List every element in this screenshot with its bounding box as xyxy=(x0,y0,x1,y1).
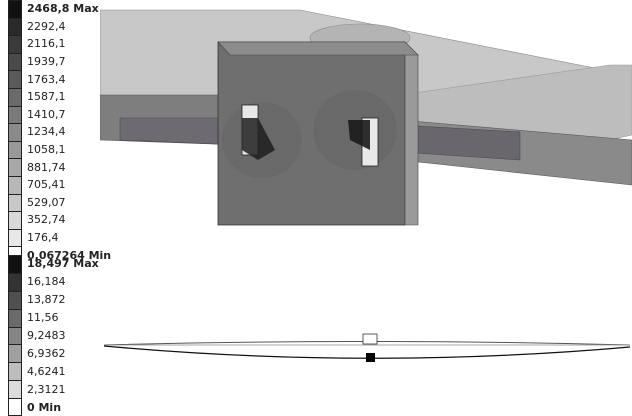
legend-label: 881,74 xyxy=(27,160,66,174)
legend-swatch xyxy=(8,70,22,88)
legend-row: 6,9362 xyxy=(8,344,99,363)
legend-row: 529,07 xyxy=(8,193,111,212)
legend-swatch xyxy=(8,344,22,363)
central-block-top xyxy=(217,41,419,56)
left-hole-shadow xyxy=(242,118,275,160)
legend-row: 1939,7 xyxy=(8,52,111,71)
central-block-side xyxy=(404,41,419,226)
legend-label: 0,067264 Min xyxy=(27,248,112,262)
legend-label: 13,872 xyxy=(27,293,66,307)
legend-row: 4,6241 xyxy=(8,362,99,381)
deformation-legend: 18,497 Max 16,184 13,872 11,56 9,2483 6,9362 4… xyxy=(8,255,99,416)
legend-swatch xyxy=(8,380,22,399)
legend-swatch xyxy=(8,272,22,291)
legend-label: 11,56 xyxy=(27,311,59,325)
legend-swatch xyxy=(8,123,22,141)
legend-swatch xyxy=(8,290,22,309)
legend-label: 2116,1 xyxy=(27,37,66,51)
bolt-head xyxy=(362,333,378,345)
legend-row: 705,41 xyxy=(8,175,111,194)
legend-row: 1234,4 xyxy=(8,123,111,141)
legend-swatch xyxy=(8,87,22,106)
legend-swatch xyxy=(8,255,22,273)
legend-row: 16,184 xyxy=(8,272,99,291)
legend-swatch xyxy=(8,308,22,327)
legend-row: 11,56 xyxy=(8,308,99,327)
legend-label: 2468,8 Max xyxy=(27,2,99,16)
stress-model-view xyxy=(100,9,632,226)
legend-row: 2,3121 xyxy=(8,380,99,399)
legend-row: 1763,4 xyxy=(8,70,111,88)
legend-label: 6,9362 xyxy=(27,346,66,360)
legend-swatch xyxy=(8,105,22,124)
legend-row: 1058,1 xyxy=(8,140,111,159)
legend-swatch xyxy=(8,398,22,416)
legend-row: 2468,8 Max xyxy=(8,0,111,18)
legend-label: 2,3121 xyxy=(27,382,66,396)
legend-row: 0 Min xyxy=(8,398,99,416)
legend-swatch xyxy=(8,326,22,345)
legend-label: 1410,7 xyxy=(27,107,66,121)
legend-label: 1939,7 xyxy=(27,55,66,69)
legend-row: 9,2483 xyxy=(8,326,99,345)
legend-swatch xyxy=(8,17,22,36)
legend-label: 16,184 xyxy=(27,275,66,289)
legend-label: 705,41 xyxy=(27,178,66,192)
legend-swatch xyxy=(8,228,22,247)
legend-label: 18,497 Max xyxy=(27,257,99,271)
legend-label: 352,74 xyxy=(27,213,66,227)
legend-swatch xyxy=(8,211,22,229)
legend-swatch xyxy=(8,175,22,194)
legend-row: 352,74 xyxy=(8,211,111,229)
deformation-view xyxy=(103,333,631,362)
legend-label: 4,6241 xyxy=(27,364,66,378)
legend-label: 9,2483 xyxy=(27,329,66,342)
legend-label: 1234,4 xyxy=(27,125,66,139)
legend-label: 2292,4 xyxy=(27,19,66,33)
legend-label: 1763,4 xyxy=(27,72,66,86)
legend-swatch xyxy=(8,193,22,212)
bolt-nut xyxy=(366,353,375,362)
legend-swatch xyxy=(8,35,22,53)
legend-row: 1410,7 xyxy=(8,105,111,124)
stress-legend: 2468,8 Max 2292,4 2116,1 1939,7 1763,4 1587,1… xyxy=(8,0,111,264)
legend-row: 1587,1 xyxy=(8,87,111,106)
legend-label: 1058,1 xyxy=(27,143,66,157)
legend-swatch xyxy=(8,158,22,176)
right-hole-shadow xyxy=(348,120,370,150)
legend-row: 176,4 xyxy=(8,228,111,247)
legend-row: 2116,1 xyxy=(8,35,111,53)
legend-label: 1587,1 xyxy=(27,90,66,104)
legend-swatch xyxy=(8,362,22,381)
legend-swatch xyxy=(8,140,22,159)
legend-swatch xyxy=(8,0,22,18)
legend-swatch xyxy=(8,52,22,71)
legend-row: 881,74 xyxy=(8,158,111,176)
legend-row: 18,497 Max xyxy=(8,255,99,273)
legend-label: 176,4 xyxy=(27,231,59,245)
legend-row: 13,872 xyxy=(8,290,99,309)
legend-label: 529,07 xyxy=(27,195,66,209)
legend-row: 2292,4 xyxy=(8,17,111,36)
